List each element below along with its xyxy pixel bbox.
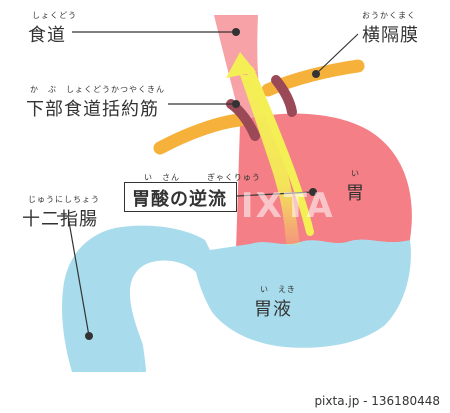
stomach-upper-join: [236, 120, 266, 250]
label-gastric-juice-ruby: い えき: [260, 285, 296, 294]
reflux-arrow-head: [226, 52, 256, 78]
label-lower-esophageal-sphincter: か ぶ しょくどうかつやくきん 下部食道括約筋: [26, 84, 165, 121]
reflux-flow: [240, 75, 300, 245]
diaphragm-left: [153, 113, 247, 155]
label-esophagus-text: 食道: [28, 25, 66, 46]
label-acid-reflux-ruby: い さん ぎゃくりゅう: [144, 173, 261, 182]
label-diaphragm-text: 横隔膜: [362, 25, 419, 46]
label-esophagus-ruby: しょくどう: [32, 11, 77, 20]
leader-lines: [57, 31, 359, 337]
reflux-arrow-shaft: [246, 66, 314, 236]
label-duodenum-ruby: じゅうにしちょう: [28, 195, 100, 204]
label-les-text: 下部食道括約筋: [26, 99, 159, 120]
label-gastric-juice-text: 胃液: [254, 299, 292, 320]
label-acid-reflux-text: 胃酸の逆流: [132, 189, 227, 210]
gastric-juice-area: [62, 225, 411, 372]
label-duodenum-text: 十二指腸: [22, 209, 98, 230]
label-diaphragm: おうかくまく 横隔膜: [362, 10, 419, 47]
label-acid-reflux: い さん ぎゃくりゅう 胃酸の逆流: [132, 172, 261, 211]
label-duodenum: じゅうにしちょう 十二指腸: [22, 194, 100, 231]
image-credit: pixta.jp - 136180448: [314, 394, 440, 408]
leader-dots: [85, 28, 320, 340]
label-stomach-text: 胃: [346, 183, 365, 204]
sphincter-right: [271, 75, 297, 117]
label-les-ruby: か ぶ しょくどうかつやくきん: [30, 85, 165, 94]
label-stomach-ruby: い: [351, 169, 360, 178]
label-esophagus: しょくどう 食道: [28, 10, 77, 47]
label-stomach: い 胃: [346, 168, 365, 205]
label-diaphragm-ruby: おうかくまく: [362, 11, 416, 20]
label-gastric-juice: い えき 胃液: [254, 284, 296, 321]
acid-reflux-box: [124, 182, 237, 212]
